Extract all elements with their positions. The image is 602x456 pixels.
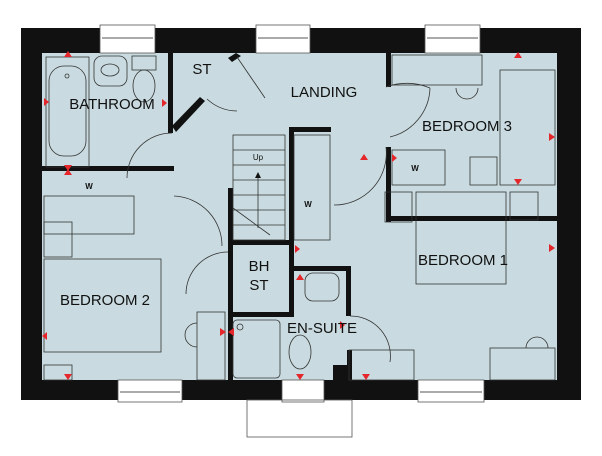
wardrobe-label: W bbox=[411, 164, 419, 173]
fixtures bbox=[43, 54, 556, 381]
room-label-store: ST bbox=[192, 61, 211, 78]
room-label-ensuite: EN-SUITE bbox=[287, 320, 357, 337]
wardrobe-label: W bbox=[85, 182, 93, 191]
room-label-bedroom2: BEDROOM 2 bbox=[60, 292, 150, 309]
room-label-landing: LANDING bbox=[291, 84, 358, 101]
wardrobe-label: W bbox=[304, 200, 312, 209]
window-bedroom1 bbox=[417, 379, 485, 403]
room-label-boiler-store-2: ST bbox=[249, 277, 268, 294]
window-bedroom3 bbox=[424, 24, 481, 54]
door-swings bbox=[126, 56, 431, 363]
socket-markers bbox=[42, 51, 555, 380]
room-label-bedroom1: BEDROOM 1 bbox=[418, 252, 508, 269]
balcony bbox=[246, 399, 353, 438]
stairs-up-label: Up bbox=[253, 153, 264, 162]
window-landing bbox=[255, 24, 311, 54]
room-label-boiler-store-1: BH bbox=[249, 258, 270, 275]
internal-walls bbox=[42, 53, 557, 380]
window-ensuite bbox=[281, 379, 325, 403]
room-label-bedroom3: BEDROOM 3 bbox=[422, 118, 512, 135]
stairs-arrow-icon bbox=[255, 172, 261, 178]
window-bedroom2 bbox=[117, 379, 183, 403]
room-label-bathroom: BATHROOM bbox=[69, 96, 155, 113]
window-bathroom bbox=[99, 24, 156, 54]
